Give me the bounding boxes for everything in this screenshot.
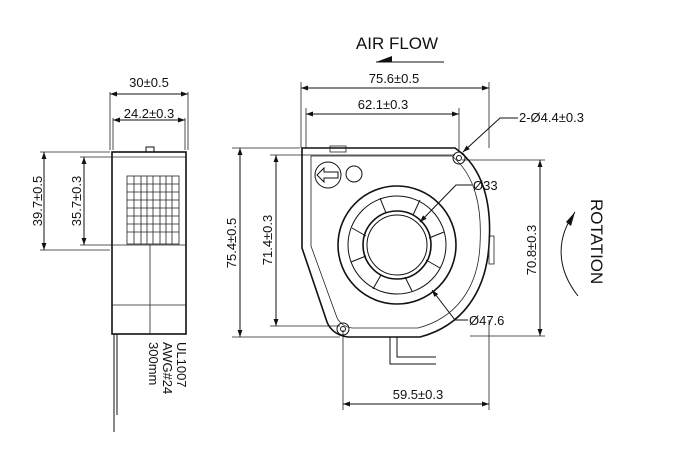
direction-arrow-icon	[314, 161, 342, 189]
front-view: 75.6±0.5 62.1±0.3 2-Ø4.4±0.3 75.4±0.5 71…	[224, 71, 584, 410]
mount-hole-top-right	[452, 151, 466, 165]
mount-holes-leader	[462, 117, 518, 153]
hub-diameter-label: Ø33	[473, 178, 498, 193]
impeller-blades	[350, 197, 445, 292]
label-dot-icon	[345, 165, 363, 183]
hub-diameter-leader	[419, 184, 472, 223]
side-inner-width-label: 24.2±0.3	[124, 106, 175, 121]
front-right-height-label: 70.8±0.3	[524, 225, 539, 276]
front-hole-span-height-label: 71.4±0.3	[260, 215, 275, 266]
front-hole-span-width-label: 62.1±0.3	[358, 97, 409, 112]
air-flow-label: AIR FLOW	[356, 34, 438, 53]
mount-holes-label: 2-Ø4.4±0.3	[519, 110, 584, 125]
cable-spec-line-2: AWG#24	[160, 342, 175, 394]
impeller-outer	[337, 185, 457, 305]
front-overall-width-label: 75.6±0.5	[369, 71, 420, 86]
air-flow-indicator: AIR FLOW	[356, 34, 444, 63]
impeller-diameter-label: Ø47.6	[469, 313, 504, 328]
cable-spec-line-1: UL1007	[174, 342, 189, 388]
blower-housing	[301, 147, 491, 338]
side-overall-width-label: 30±0.5	[129, 75, 169, 90]
cable-spec-line-3: 300mm	[146, 342, 161, 385]
mount-hole-bottom-left	[336, 322, 350, 336]
side-vent-grille	[126, 175, 180, 245]
impeller-diameter-leader	[431, 289, 468, 321]
rotation-indicator: ROTATION	[560, 199, 606, 297]
side-overall-height-label: 39.7±0.5	[30, 176, 45, 227]
hub	[362, 210, 432, 280]
side-view: 30±0.5 24.2±0.3 39.7±0.5 35.7±0.3	[30, 75, 189, 432]
cable-exit	[389, 337, 436, 365]
side-body-outline	[111, 151, 187, 335]
front-overall-height-label: 75.4±0.5	[224, 218, 239, 269]
front-bottom-width-label: 59.5±0.3	[393, 387, 444, 402]
rotation-label: ROTATION	[587, 199, 606, 284]
side-inner-height-label: 35.7±0.3	[69, 176, 84, 227]
